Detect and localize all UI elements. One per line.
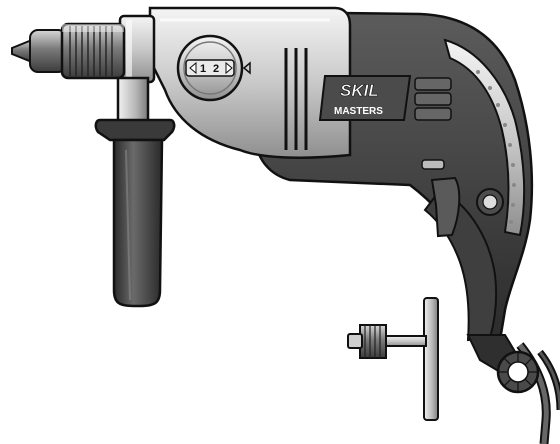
lock-button-icon[interactable] xyxy=(476,188,504,216)
gear-selector-knob[interactable]: 1 2 xyxy=(176,34,251,102)
brand-logo: SKIL xyxy=(340,81,379,100)
gear-1-label: 1 xyxy=(200,63,206,75)
gear-2-label: 2 xyxy=(213,63,219,75)
trigger-switch[interactable] xyxy=(430,176,461,238)
vent-slots xyxy=(284,48,308,150)
auxiliary-side-handle[interactable] xyxy=(94,118,176,308)
gear-housing xyxy=(148,6,352,159)
grip-stripe xyxy=(443,38,526,237)
chuck-key-icon xyxy=(347,297,439,421)
keyed-chuck-icon xyxy=(11,22,126,80)
trigger-slot xyxy=(421,159,445,170)
grip-dots xyxy=(476,70,516,224)
model-label: MASTERS xyxy=(334,106,383,117)
mode-buttons[interactable] xyxy=(414,77,452,121)
cord-strain-relief-icon xyxy=(466,334,540,394)
brand-badge: SKIL MASTERS xyxy=(318,75,412,121)
